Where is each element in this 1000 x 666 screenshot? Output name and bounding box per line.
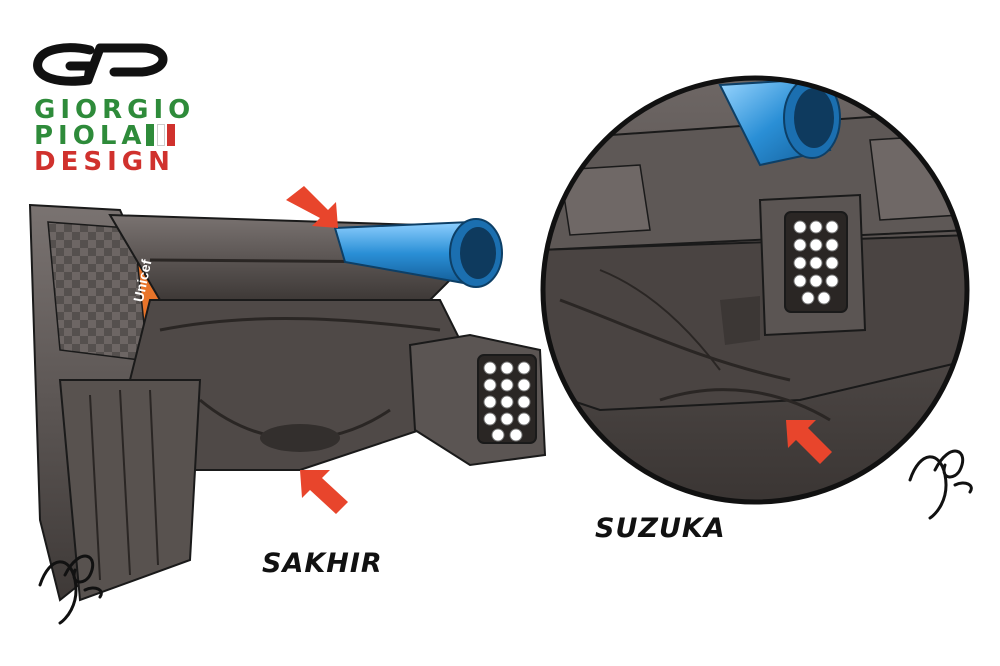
flag-bars: [146, 124, 175, 146]
arrow-top-left: [286, 186, 338, 228]
gp-monogram-logo: [33, 43, 168, 86]
artist-signature-icon: [38, 554, 103, 625]
rain-light: [483, 361, 531, 442]
arrow-right-view: [786, 420, 832, 464]
brand-line-giorgio: GIORGIO: [34, 95, 196, 125]
rain-light-detail: [793, 220, 839, 305]
brand-line-piola: PIOLA: [34, 121, 147, 151]
brand-line-design: DESIGN: [34, 147, 175, 177]
artist-signature-icon: [908, 449, 973, 520]
caption-suzuka: SUZUKA: [595, 513, 726, 544]
arrow-bottom-left: [300, 470, 348, 514]
detail-circle-frame: [540, 75, 970, 505]
caption-sakhir: SAKHIR: [262, 548, 383, 579]
